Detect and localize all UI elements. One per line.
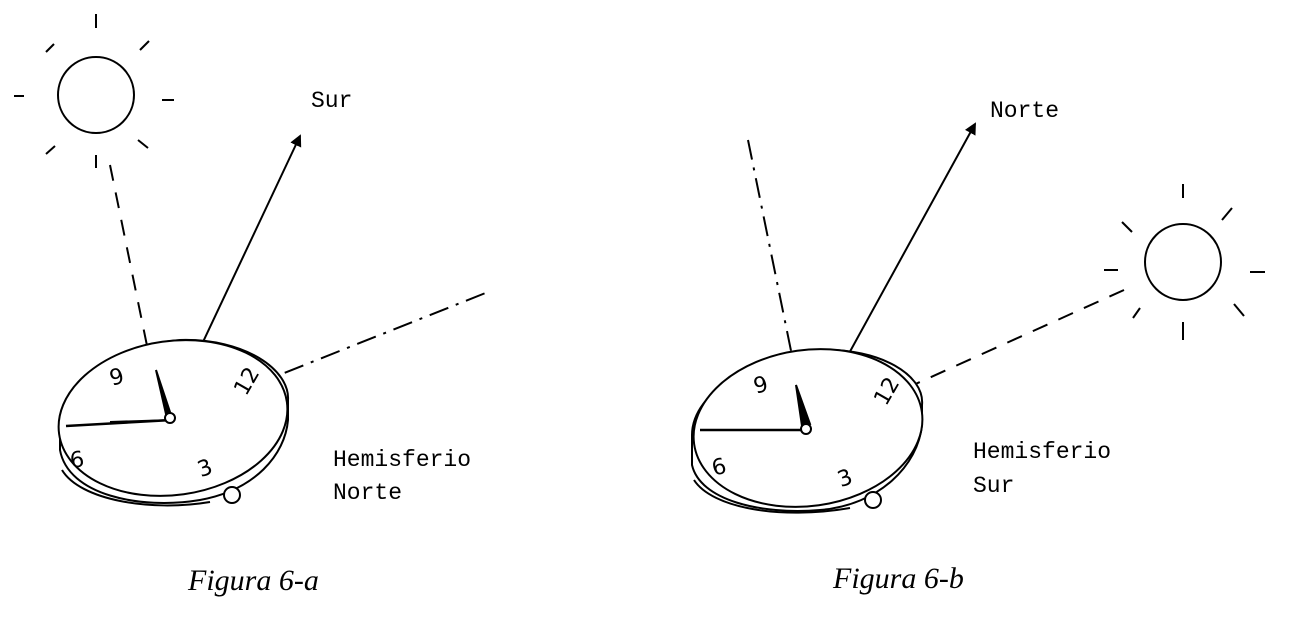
figure-caption: Figura 6-a	[187, 564, 319, 597]
watch-b	[691, 348, 924, 514]
dial-number-6: 6	[709, 454, 729, 482]
hemisphere-label-line2: Norte	[333, 480, 402, 506]
figure-b: Norte 9 12 6 3 Hemisferio Sur Figura 6-b	[691, 98, 1265, 595]
sun-icon	[14, 14, 174, 168]
direction-label-sur: Sur	[311, 88, 352, 114]
dial-number-6: 6	[68, 447, 86, 474]
watch-a	[57, 338, 290, 507]
sun-icon	[1104, 184, 1265, 340]
hemisphere-label-line1: Hemisferio	[333, 447, 471, 473]
watch-crown-a	[223, 486, 241, 504]
sun-to-hour-hand-dashed-line	[109, 164, 154, 376]
watch-crown-b	[864, 491, 882, 509]
hemisphere-label-line1: Hemisferio	[973, 439, 1111, 465]
twelve-oclock-dashdot-line	[747, 139, 799, 386]
dial-number-9: 9	[107, 364, 127, 392]
direction-label-norte: Norte	[990, 98, 1059, 124]
figure-a: Sur 9 12 6 3 Hemisferio Norte Figura 6-a	[14, 14, 489, 597]
hemisphere-label-line2: Sur	[973, 473, 1014, 499]
figure-caption: Figura 6-b	[832, 562, 964, 595]
dial-number-9: 9	[751, 372, 771, 400]
